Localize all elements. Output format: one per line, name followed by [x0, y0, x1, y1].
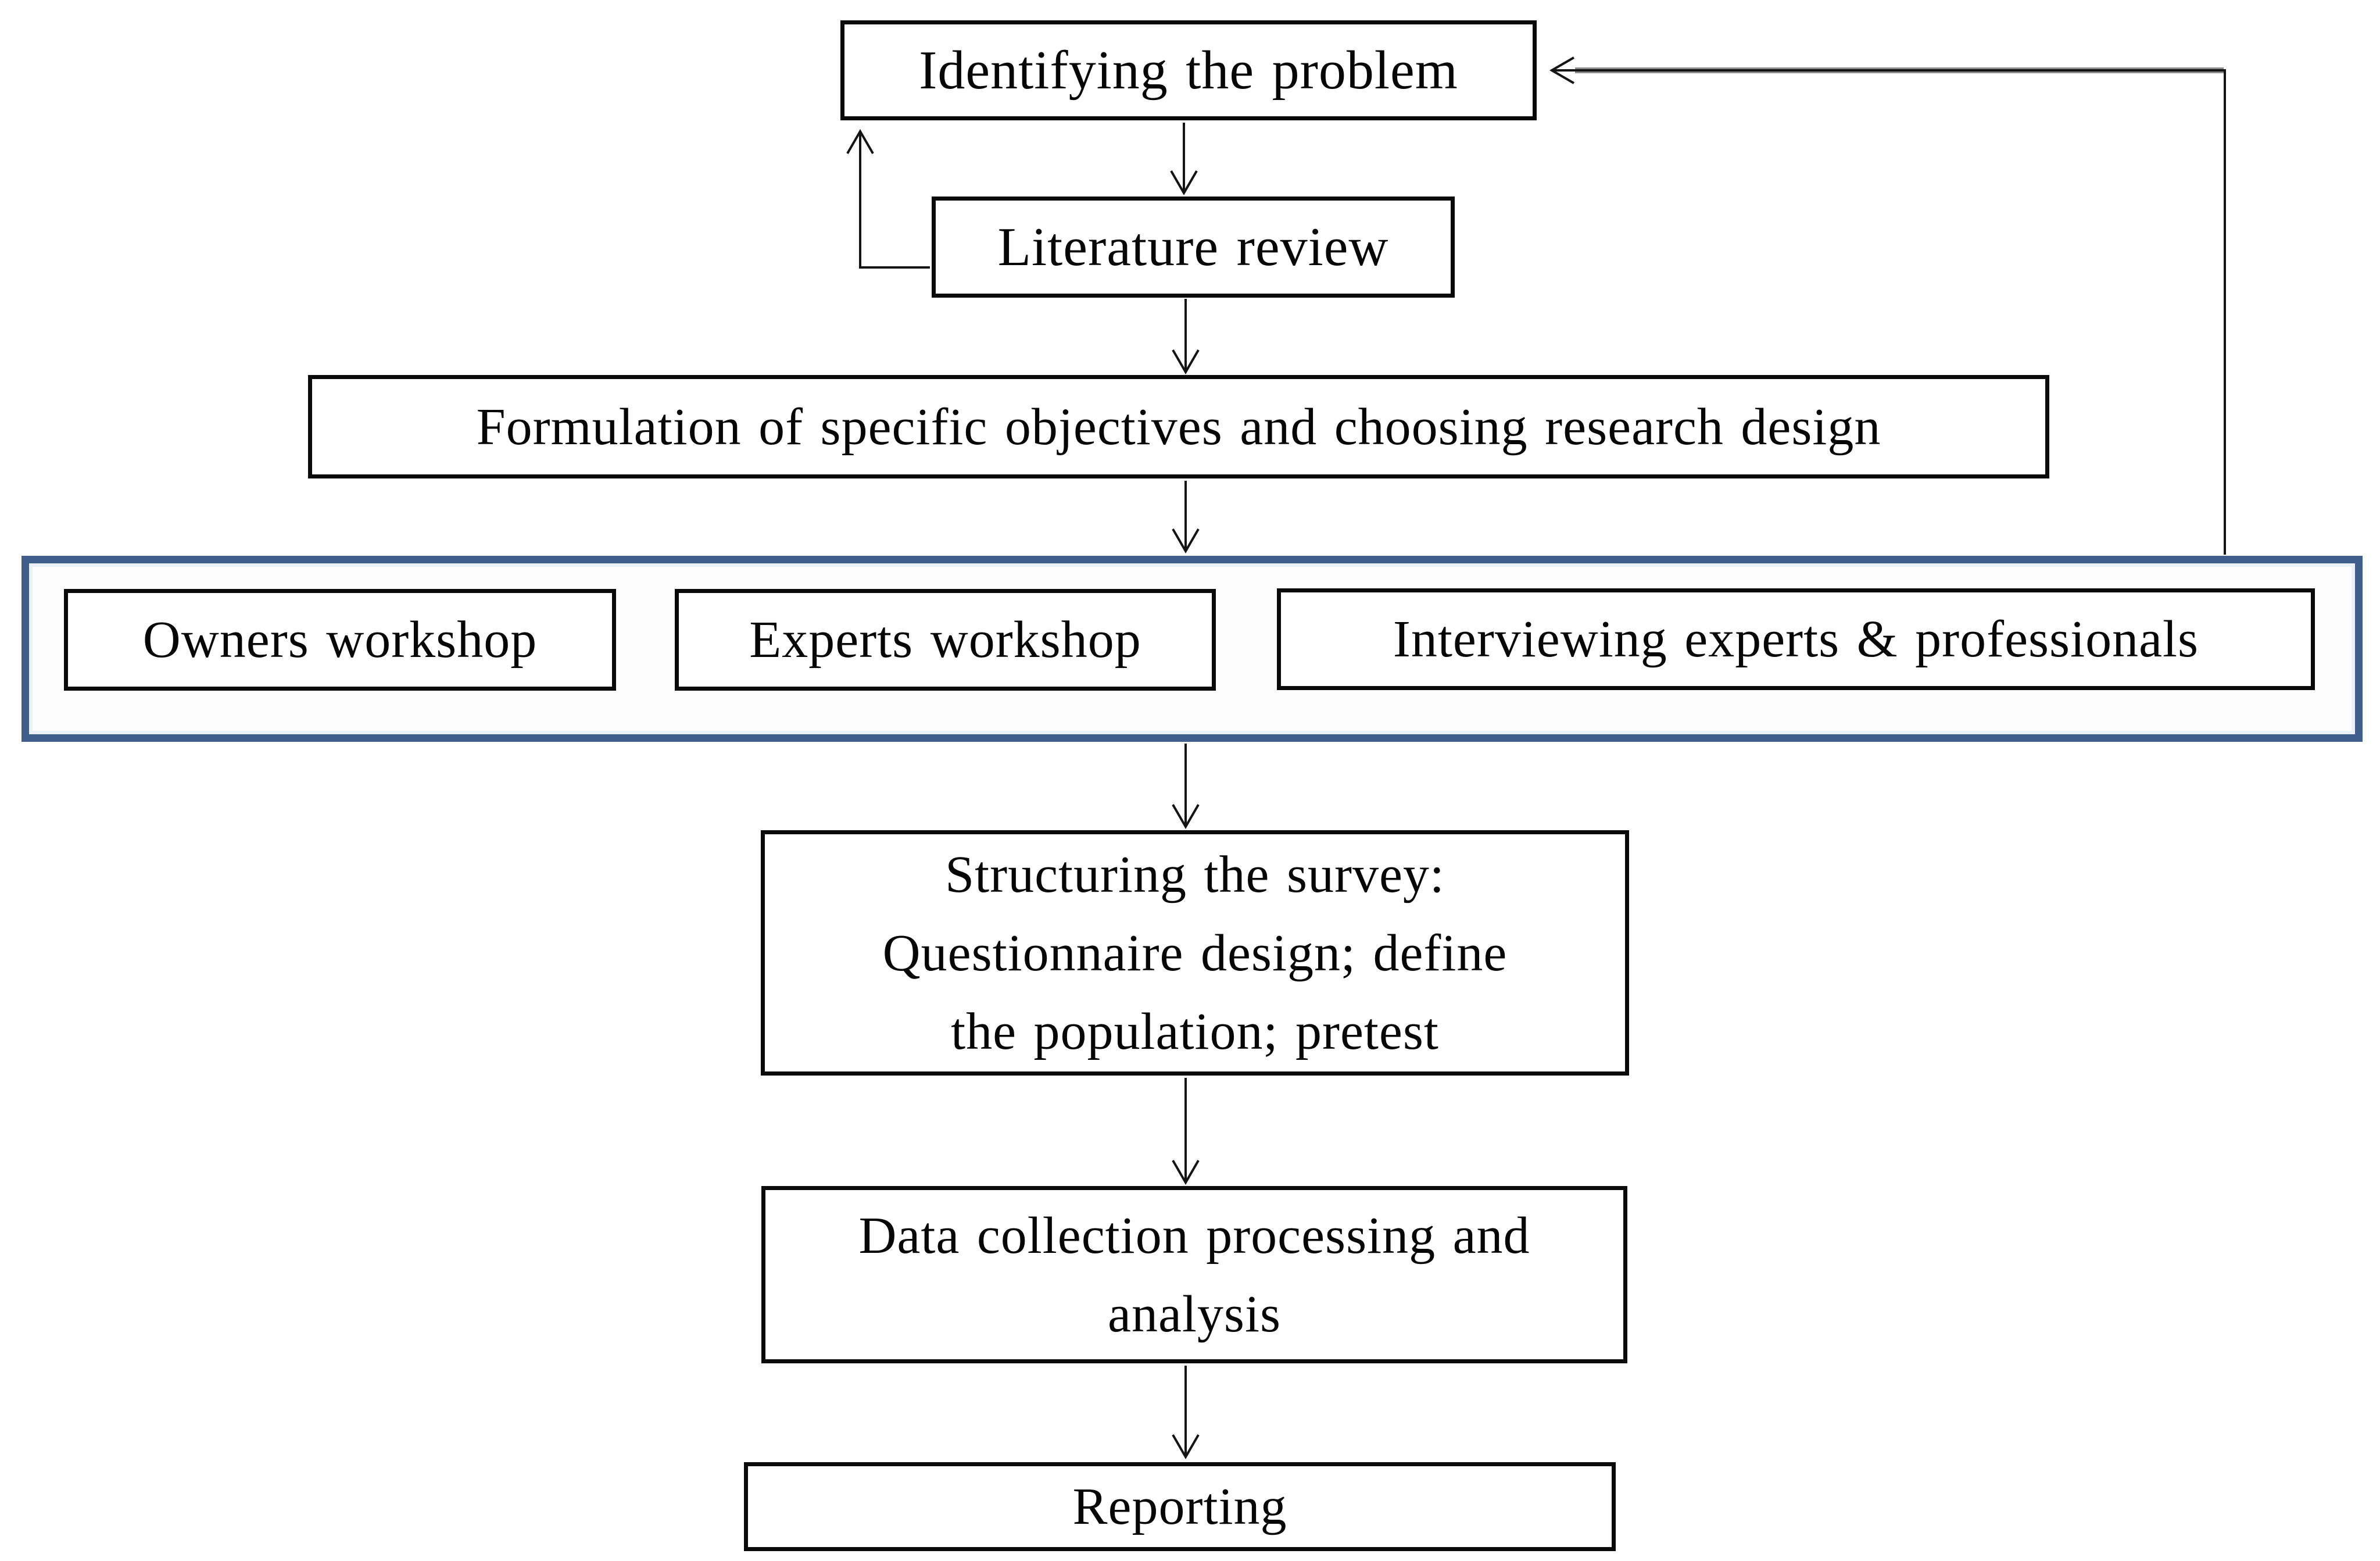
arrow-literature-to-identifying-up: [846, 129, 930, 269]
node-interviewing-experts: Interviewing experts & professionals: [1277, 588, 2315, 690]
node-reporting-label: Reporting: [1072, 1478, 1287, 1535]
node-formulation-objectives: Formulation of specific objectives and c…: [308, 375, 2049, 478]
node-formulation-label: Formulation of specific objectives and c…: [476, 398, 1881, 456]
node-structuring-survey: Structuring the survey: Questionnaire de…: [761, 830, 1629, 1076]
arrow-feedback-loop: [1549, 56, 2226, 555]
node-experts-label: Experts workshop: [749, 611, 1141, 669]
node-reporting: Reporting: [744, 1462, 1616, 1551]
node-data-collection: Data collection processing and analysis: [761, 1186, 1627, 1363]
node-interviewing-label: Interviewing experts & professionals: [1393, 610, 2199, 668]
node-identifying-the-problem: Identifying the problem: [840, 20, 1537, 120]
node-structuring-label: Structuring the survey: Questionnaire de…: [882, 845, 1508, 1060]
node-experts-workshop: Experts workshop: [675, 589, 1216, 691]
node-owners-workshop: Owners workshop: [64, 589, 616, 691]
node-owners-label: Owners workshop: [142, 611, 538, 669]
node-identifying-label: Identifying the problem: [919, 40, 1458, 101]
node-data-collection-label: Data collection processing and analysis: [858, 1206, 1530, 1343]
node-literature-label: Literature review: [997, 216, 1389, 277]
node-literature-review: Literature review: [932, 197, 1455, 298]
